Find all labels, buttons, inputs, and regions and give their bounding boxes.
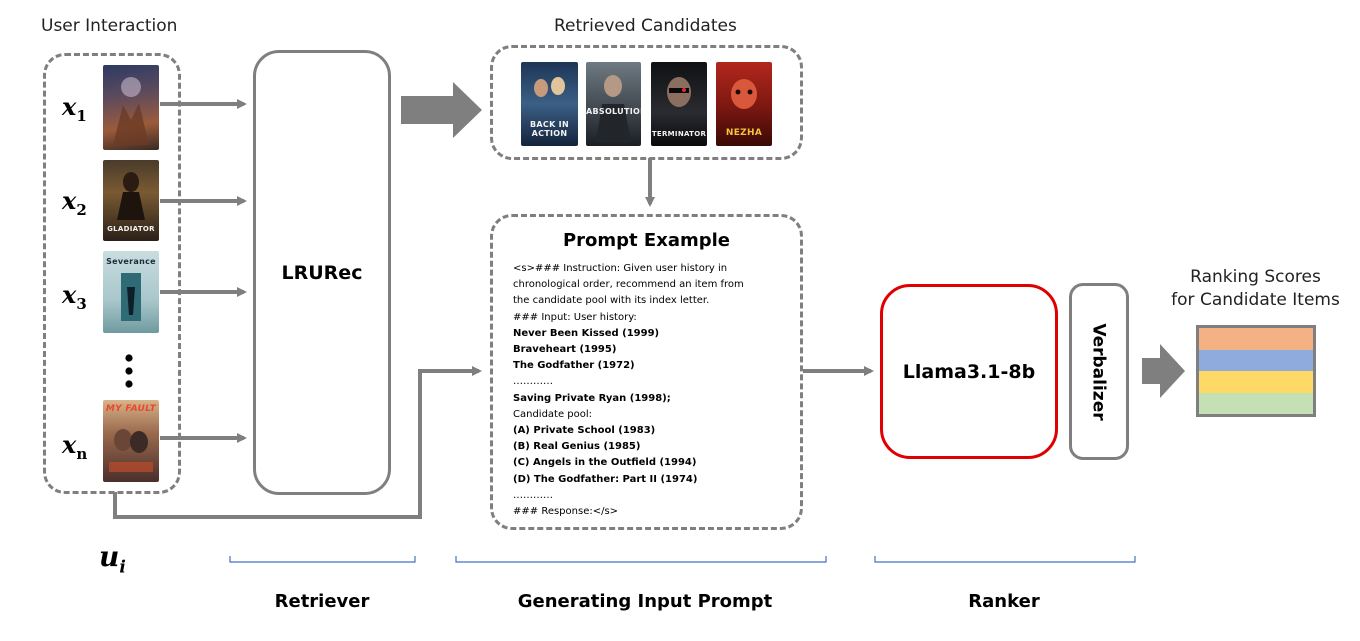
bracket-retriever xyxy=(229,556,416,563)
stage-label-retriever: Retriever xyxy=(274,591,370,612)
prompt-line: ### Input: User history: xyxy=(513,311,637,323)
retriever-box: LRURec xyxy=(253,50,391,495)
verbalizer-box: Verbalizer xyxy=(1069,283,1129,460)
score-segment xyxy=(1199,349,1313,371)
poster-back-in-action: BACK IN ACTION xyxy=(521,62,578,146)
prompt-line: <s>### Instruction: Given user history i… xyxy=(513,263,728,274)
prompt-title: Prompt Example xyxy=(562,230,731,251)
prompt-line: The Godfather (1972) xyxy=(513,360,635,372)
prompt-line: Never Been Kissed (1999) xyxy=(513,327,660,339)
input-label-x1: x1 xyxy=(62,92,87,125)
prompt-line: (B) Real Genius (1985) xyxy=(513,441,641,453)
retrieved-candidates-label: Retrieved Candidates xyxy=(554,16,737,36)
verbalizer-label: Verbalizer xyxy=(1089,322,1109,421)
prompt-line: ### Response:</s> xyxy=(513,506,619,518)
poster-user-1 xyxy=(103,65,159,150)
input-label-x2: x2 xyxy=(62,186,87,219)
score-segment xyxy=(1199,371,1313,393)
prompt-example-box xyxy=(490,214,803,530)
prompt-line: ………… xyxy=(513,489,553,501)
prompt-line: (A) Private School (1983) xyxy=(513,425,656,437)
prompt-line: the candidate pool with its index letter… xyxy=(513,295,710,307)
stage-label-generating: Generating Input Prompt xyxy=(517,591,773,612)
ranker-llm-box: Llama3.1-8b xyxy=(880,284,1058,459)
score-segment xyxy=(1199,328,1313,350)
retrieved-candidates-box xyxy=(490,45,803,160)
user-label: ui xyxy=(99,540,126,578)
user-interaction-label: User Interaction xyxy=(41,16,178,36)
input-label-xn: xn xyxy=(62,430,88,463)
arrow-user-history-to-prompt xyxy=(113,366,482,519)
ranking-scores-line2: for Candidate Items xyxy=(1171,290,1340,310)
poster-user-3: Severance xyxy=(103,251,159,333)
poster-user-n: MY FAULT xyxy=(103,400,159,482)
stage-label-ranker: Ranker xyxy=(968,591,1040,612)
prompt-line: Candidate pool: xyxy=(513,408,593,420)
prompt-text: <s>### Instruction: Given user history i… xyxy=(513,261,744,520)
prompt-line: Saving Private Ryan (1998); xyxy=(513,392,671,404)
poster-absolution: ABSOLUTION xyxy=(586,62,641,146)
prompt-line: (D) The Godfather: Part II (1974) xyxy=(513,473,698,485)
user-interaction-box xyxy=(43,53,181,494)
arrow-verbalizer-to-scores xyxy=(1142,344,1185,398)
prompt-line: ………… xyxy=(513,376,553,388)
ranking-scores-bar xyxy=(1196,325,1316,417)
arrow-retriever-to-candidates xyxy=(401,82,482,138)
prompt-line: (C) Angels in the Outfield (1994) xyxy=(513,457,697,469)
prompt-line: Braveheart (1995) xyxy=(513,344,617,356)
ranking-scores-line1: Ranking Scores xyxy=(1190,267,1321,287)
score-segment xyxy=(1199,392,1313,414)
bracket-generating xyxy=(455,556,827,563)
poster-terminator: TERMINATOR xyxy=(651,62,707,146)
ellipsis-icon xyxy=(125,354,133,388)
poster-nezha: NEZHA xyxy=(716,62,772,146)
ranking-scores-label: Ranking Scores for Candidate Items xyxy=(1168,266,1343,312)
prompt-line: chronological order, recommend an item f… xyxy=(513,279,744,291)
bracket-ranker xyxy=(874,556,1136,563)
input-label-x3: x3 xyxy=(62,280,87,313)
poster-user-2: GLADIATOR xyxy=(103,160,159,241)
